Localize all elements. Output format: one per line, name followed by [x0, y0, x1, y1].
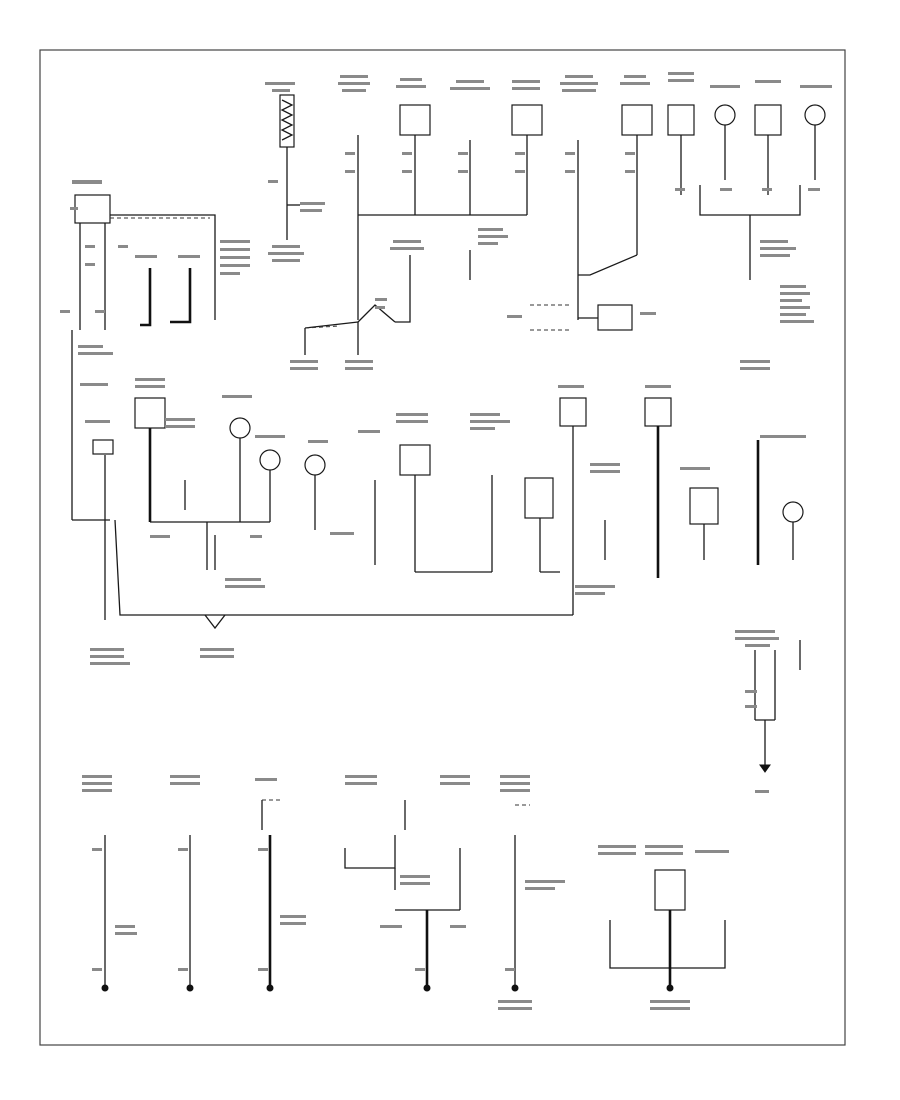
lamp-module-1	[667, 104, 695, 136]
mid-switch	[92, 439, 114, 455]
lamp-bulb-2	[804, 104, 826, 126]
right-lower-junction	[735, 630, 801, 793]
middle-junction	[290, 240, 424, 370]
switch-pair	[135, 240, 250, 327]
mid-module-2	[399, 444, 431, 476]
coil-component	[265, 82, 325, 262]
top-module-row	[338, 75, 653, 320]
mid-lamp-3	[304, 454, 326, 476]
mid-module-1	[134, 397, 166, 429]
mid-lamp-2	[259, 449, 281, 471]
mid-module-4	[559, 397, 587, 427]
mid-module-5	[644, 397, 672, 427]
mid-module-3	[524, 477, 554, 519]
mid-lamp-1	[229, 417, 251, 439]
dashed-module	[507, 304, 656, 331]
module-box-1	[399, 104, 431, 136]
lamp-bulb-1	[714, 104, 736, 126]
module-box-3	[621, 104, 653, 136]
top-right-lamps	[667, 72, 832, 323]
middle-row-components	[85, 360, 806, 665]
mid-lamp-4	[782, 501, 804, 523]
bottom-row-components	[82, 775, 729, 1010]
dashed-module-box	[597, 304, 633, 331]
diagram-border	[39, 49, 846, 1046]
relay-box	[74, 194, 111, 224]
lamp-module-2	[754, 104, 782, 136]
mid-module-6	[689, 487, 719, 525]
bottom-module	[654, 869, 686, 911]
relay-block	[60, 180, 216, 521]
module-box-2	[511, 104, 543, 136]
